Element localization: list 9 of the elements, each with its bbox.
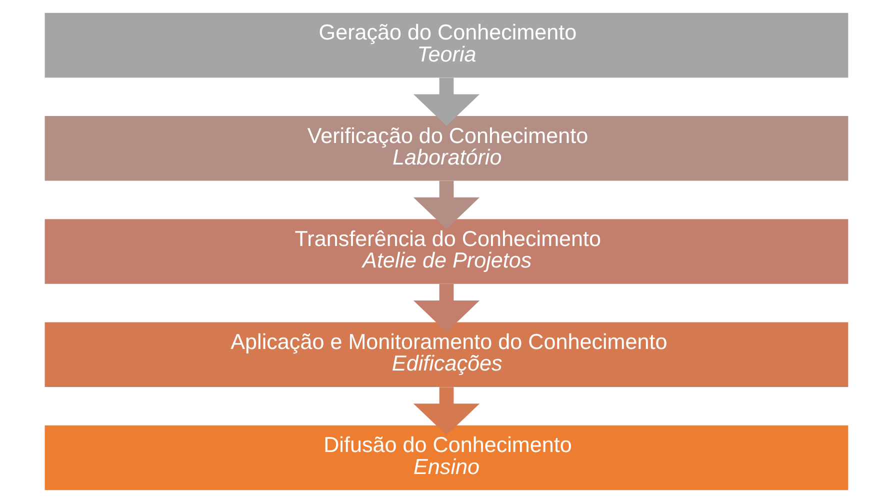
node-box: Transferência do Conhecimento Atelie de Projetos xyxy=(44,219,848,284)
node-box: Difusão do Conhecimento Ensino xyxy=(44,425,848,490)
node-box: Aplicação e Monitoramento do Conhecimento Edificações xyxy=(44,322,848,387)
node-box: Geração do Conhecimento Teoria xyxy=(44,12,848,78)
arrow xyxy=(413,284,480,332)
arrow xyxy=(413,180,480,229)
arrow xyxy=(413,78,480,126)
arrow xyxy=(413,387,480,436)
node-box: Verificação do Conhecimento Laboratório xyxy=(44,116,848,181)
